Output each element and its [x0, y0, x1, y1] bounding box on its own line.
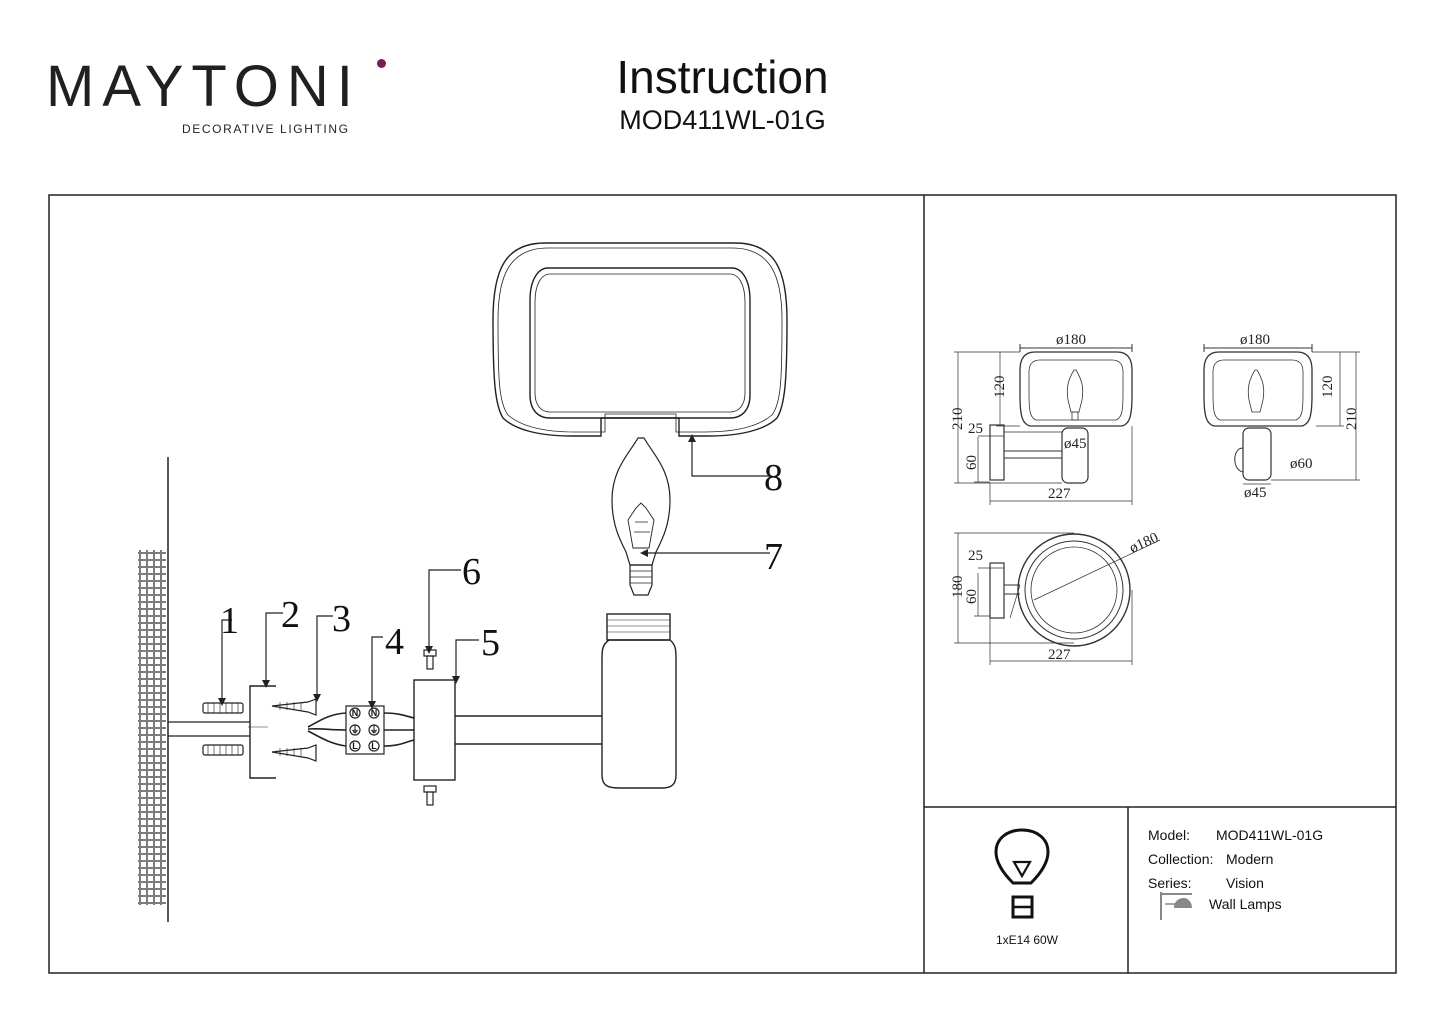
spec-model-value: MOD411WL-01G [1216, 827, 1324, 843]
dim-side-height: 210 [1344, 408, 1360, 431]
shade-frame [492, 242, 788, 437]
spec-collection-value: Modern [1226, 851, 1274, 867]
dim-top-height: 180 [950, 576, 966, 599]
callout-7: 7 [764, 536, 783, 578]
spec-power: 1xE14 60W [995, 933, 1059, 947]
canopy-screws [423, 649, 437, 806]
page-title: Instruction [616, 51, 829, 103]
callout-8: 8 [764, 457, 783, 499]
callout-3: 3 [332, 598, 351, 640]
mounting-bracket [248, 685, 276, 779]
terminal-earth-out: ⏚ [369, 725, 378, 735]
dim-front-shade-height: 120 [992, 376, 1008, 399]
terminal-block [345, 705, 385, 755]
spec-collection-label: Collection: [1148, 851, 1214, 867]
assembly-drawing [138, 242, 788, 922]
spec-model-label: Model: [1148, 827, 1191, 843]
wall [138, 457, 169, 922]
front-view [954, 344, 1133, 505]
brand-tagline: DECORATIVE LIGHTING [182, 122, 350, 136]
callout-leaders [221, 440, 770, 703]
callout-arrowheads [218, 434, 696, 709]
terminal-l-out: L [371, 741, 377, 751]
brand-name: MAYTONI [46, 54, 361, 119]
dim-side-socket: ø45 [1244, 485, 1267, 501]
dim-side-base: ø60 [1290, 456, 1313, 472]
frame [48, 194, 1397, 974]
dim-top-base-height: 60 [964, 589, 980, 604]
brand-logo: MAYTONI DECORATIVE LIGHTING [46, 54, 386, 136]
terminal-l: L [352, 741, 358, 751]
brand-logo-dot [377, 59, 386, 68]
spec-series-label: Series: [1148, 875, 1192, 891]
spec-series-value: Vision [1226, 875, 1264, 891]
dim-front-socket: ø45 [1064, 436, 1087, 452]
candle-bulb [611, 437, 671, 596]
terminal-labels: N N ⏚ ⏚ L L [350, 708, 378, 751]
dim-front-depth: 227 [1048, 486, 1071, 502]
dim-front-base-height: 60 [964, 455, 980, 470]
callout-numbers: 1 2 3 4 5 6 7 8 [220, 457, 783, 664]
dim-front-width: ø180 [1056, 332, 1086, 348]
dim-top-depth: 227 [1048, 647, 1071, 663]
side-view [1203, 344, 1360, 485]
dim-top-diameter: ø180 [1127, 530, 1161, 557]
dim-top-base-depth: 25 [968, 548, 983, 564]
dim-side-shade-height: 120 [1320, 376, 1336, 399]
top-view [954, 532, 1161, 665]
canopy-and-arm [413, 613, 677, 789]
wall-lamp-icon [1160, 892, 1192, 920]
dimension-drawings [954, 344, 1360, 665]
dim-front-height: 210 [950, 408, 966, 431]
mounting-screws [271, 698, 317, 762]
page-model-number: MOD411WL-01G [619, 105, 826, 135]
terminal-earth: ⏚ [350, 725, 359, 735]
dim-front-base-depth: 25 [968, 421, 983, 437]
wall-anchors [202, 702, 244, 756]
callout-1: 1 [220, 600, 239, 642]
callout-5: 5 [481, 622, 500, 664]
terminal-n: N [352, 708, 359, 718]
bulb-icon [994, 828, 1050, 919]
spec-type-value: Wall Lamps [1209, 896, 1282, 912]
callout-2: 2 [281, 594, 300, 636]
dimension-labels: ø180 210 120 25 60 227 ø45 ø180 120 210 … [950, 332, 1360, 663]
callout-6: 6 [462, 551, 481, 593]
callout-4: 4 [385, 621, 404, 663]
dim-side-width: ø180 [1240, 332, 1270, 348]
terminal-n-out: N [371, 708, 378, 718]
